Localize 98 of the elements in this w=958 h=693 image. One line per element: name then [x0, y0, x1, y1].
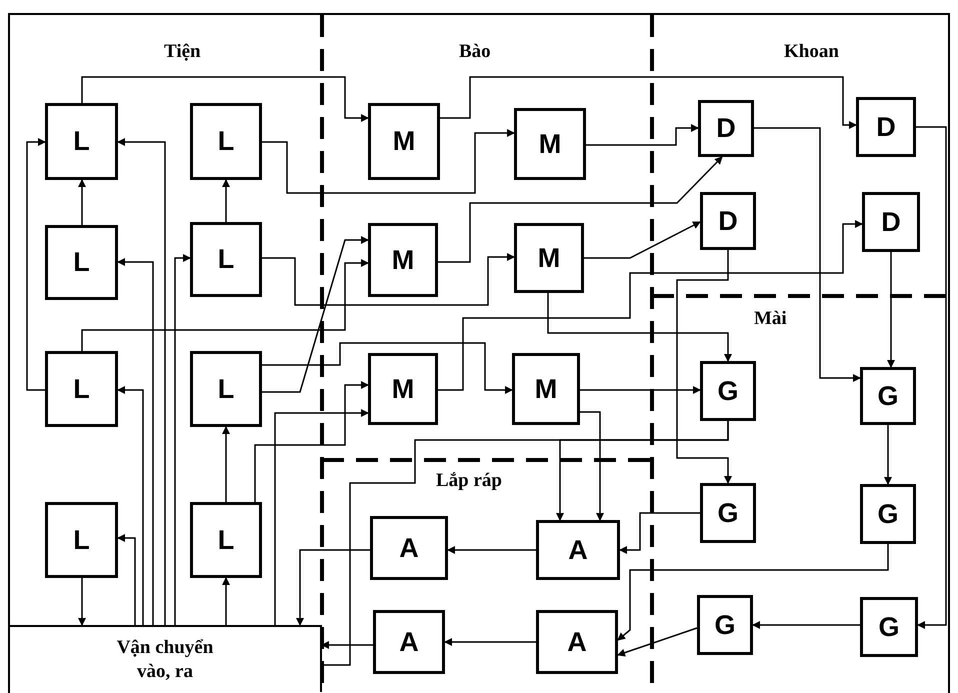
machine-box: [536, 610, 618, 674]
arrow: [887, 252, 895, 368]
arrow: [81, 259, 369, 351]
arrow: [321, 641, 373, 649]
arrow: [78, 179, 86, 225]
arrow: [447, 546, 536, 554]
machine-box: [514, 108, 586, 180]
arrow: [619, 512, 700, 554]
machine-box: [368, 103, 440, 180]
machine-box: [190, 103, 262, 180]
arrow: [174, 254, 191, 625]
arrow: [296, 549, 370, 626]
machine-box: [700, 483, 756, 543]
machine-box: [190, 502, 262, 578]
node-label: D: [716, 112, 736, 146]
node-label: L: [73, 125, 90, 158]
arrow: [262, 129, 515, 194]
machine-box: [700, 192, 756, 250]
arrow: [254, 381, 369, 502]
arrow: [274, 409, 369, 625]
node-label: L: [73, 372, 90, 406]
node-label: L: [73, 246, 90, 280]
node-label: D: [718, 204, 738, 238]
arrow: [584, 221, 701, 259]
machine-box: [45, 103, 118, 180]
machine-box: [698, 100, 754, 157]
machine-box: [536, 520, 620, 580]
arrow: [916, 126, 947, 629]
arrow: [580, 386, 701, 394]
machine-box: [860, 367, 916, 425]
machine-box: [697, 595, 753, 655]
machine-box: [862, 192, 920, 252]
node-label: G: [877, 498, 898, 531]
arrow: [117, 534, 136, 625]
node-label: L: [218, 125, 234, 158]
node-label: A: [399, 626, 419, 659]
arrow: [440, 76, 857, 129]
node-label: M: [538, 242, 560, 275]
node-label: M: [392, 244, 414, 277]
arrow: [81, 76, 369, 122]
arrow: [262, 342, 513, 394]
node-label: M: [538, 128, 562, 161]
node-label: M: [392, 125, 416, 158]
machine-box: [368, 223, 438, 297]
arrow: [438, 220, 863, 391]
arrow: [117, 258, 154, 625]
arrow: [444, 638, 536, 646]
node-label: L: [218, 372, 234, 406]
machine-box: [373, 610, 445, 674]
node-label: M: [534, 372, 558, 406]
arrow: [754, 127, 861, 382]
node-label: L: [218, 243, 234, 276]
node-label: A: [568, 534, 588, 567]
arrow: [547, 293, 732, 362]
node-label: A: [399, 532, 419, 565]
machine-box: [45, 225, 118, 300]
arrow: [262, 236, 369, 393]
arrow: [78, 578, 86, 626]
node-label: L: [73, 524, 90, 557]
machine-box: [700, 361, 756, 421]
node-label: D: [876, 110, 896, 144]
machine-box: [45, 351, 118, 427]
node-label: G: [878, 610, 900, 644]
node-label: G: [717, 374, 738, 408]
node-label: M: [392, 372, 414, 406]
node-label: G: [714, 608, 736, 642]
arrow: [617, 544, 889, 641]
arrow: [117, 138, 166, 625]
machine-box: [856, 97, 916, 157]
node-label: D: [881, 206, 901, 239]
arrow: [117, 386, 144, 625]
machine-box: [512, 353, 580, 425]
transport-box: [10, 625, 322, 692]
machine-box: [860, 484, 916, 544]
arrow: [752, 621, 860, 629]
arrow: [884, 425, 892, 485]
arrow: [222, 179, 230, 222]
arrow: [222, 577, 230, 625]
arrow: [26, 138, 46, 391]
machine-box: [370, 516, 448, 580]
node-label: G: [877, 380, 898, 413]
machine-box: [190, 351, 262, 427]
arrow: [586, 124, 699, 146]
node-label: G: [717, 496, 738, 530]
arrow: [438, 156, 723, 263]
arrow: [262, 253, 515, 306]
node-label: Vận chuyển vào, ra: [116, 636, 214, 684]
node-label: A: [567, 626, 587, 659]
machine-box: [45, 502, 118, 578]
machine-box: [514, 223, 584, 293]
node-label: L: [218, 524, 234, 557]
arrow: [617, 627, 698, 657]
arrow: [676, 250, 732, 484]
arrow: [222, 426, 230, 502]
machine-box: [860, 597, 918, 657]
machine-box: [368, 353, 438, 425]
machine-box: [190, 222, 262, 297]
arrow: [580, 411, 604, 521]
